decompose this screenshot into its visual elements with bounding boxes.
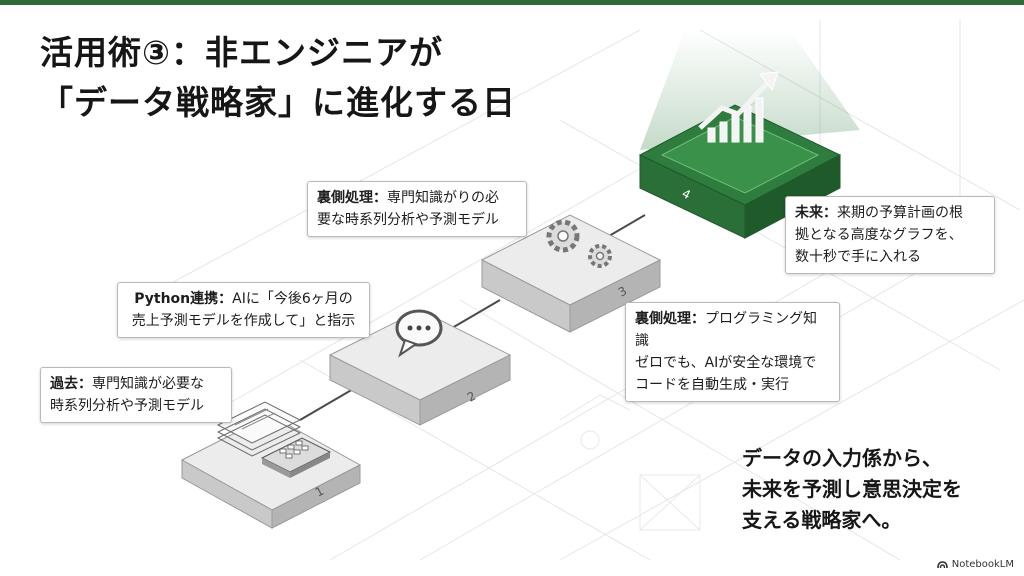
closing-line-2: 未来を予測し意思決定を: [742, 477, 962, 501]
page-title: 活用術③：非エンジニアが 「データ戦略家」に進化する日: [40, 28, 516, 128]
closing-line-1: データの入力係から、: [742, 446, 942, 470]
callout-python-text-2: 売上予測モデルを作成して」と指示: [131, 313, 356, 329]
callout-future-text-2: 拠となる高度なグラフを、: [795, 227, 963, 243]
callout-future: 未来：来期の予算計画の根 拠となる高度なグラフを、 数十秒で手に入れる: [785, 196, 995, 274]
callout-backend-bottom-label: 裏側処理：: [635, 311, 705, 327]
title-line-2: 「データ戦略家」に進化する日: [40, 83, 516, 122]
closing-line-3: 支える戦略家へ。: [742, 508, 902, 532]
callout-future-text-1: 来期の予算計画の根: [837, 205, 963, 221]
brand-watermark: NotebookLM: [936, 559, 1014, 570]
notebooklm-logo-icon: [936, 560, 948, 568]
title-line-1: 活用術③：非エンジニアが: [40, 33, 443, 72]
gears-icon: [546, 219, 612, 268]
callout-backend-top-text-2: 要な時系列分析や予測モデル: [317, 212, 499, 228]
top-accent-bar: [0, 0, 1024, 5]
callout-past: 過去：専門知識が必要な 時系列分析や予測モデル: [40, 367, 232, 423]
callout-python-label: Python連携：: [134, 291, 233, 307]
step-2-platform: 2: [328, 309, 512, 426]
callout-backend-bottom-text-1: プログラミング知識: [635, 311, 817, 349]
documents-calculator-icon: [216, 401, 332, 478]
callout-past-text-2: 時系列分析や予測モデル: [50, 398, 204, 414]
callout-future-text-3: 数十秒で手に入れる: [795, 249, 921, 265]
callout-future-label: 未来：: [795, 205, 837, 221]
callout-backend-bottom: 裏側処理：プログラミング知識 ゼロでも、AIが安全な環境で コードを自動生成・実…: [625, 302, 840, 402]
callout-backend-bottom-text-3: コードを自動生成・実行: [635, 377, 789, 393]
callout-backend-top-text-1: 専門知識がりの必: [387, 190, 499, 206]
step-4-glow: [640, 30, 860, 150]
callout-backend-bottom-text-2: ゼロでも、AIが安全な環境で: [635, 355, 817, 371]
step-1-platform: 1: [180, 401, 362, 529]
closing-message: データの入力係から、 未来を予測し意思決定を 支える戦略家へ。: [742, 443, 962, 536]
callout-past-text-1: 専門知識が必要な: [92, 376, 204, 392]
callout-python-text-1: AIに「今後6ヶ月の: [232, 291, 353, 307]
chat-bubble-icon: [395, 309, 443, 358]
callout-past-label: 過去：: [50, 376, 92, 392]
callout-backend-top: 裏側処理：専門知識がりの必 要な時系列分析や予測モデル: [307, 181, 527, 237]
brand-name: NotebookLM: [951, 559, 1014, 570]
step-3-platform: 3: [480, 214, 662, 333]
callout-python: Python連携：AIに「今後6ヶ月の 売上予測モデルを作成して」と指示: [117, 282, 370, 338]
growth-chart-icon: [698, 71, 779, 143]
callout-backend-top-label: 裏側処理：: [317, 190, 387, 206]
